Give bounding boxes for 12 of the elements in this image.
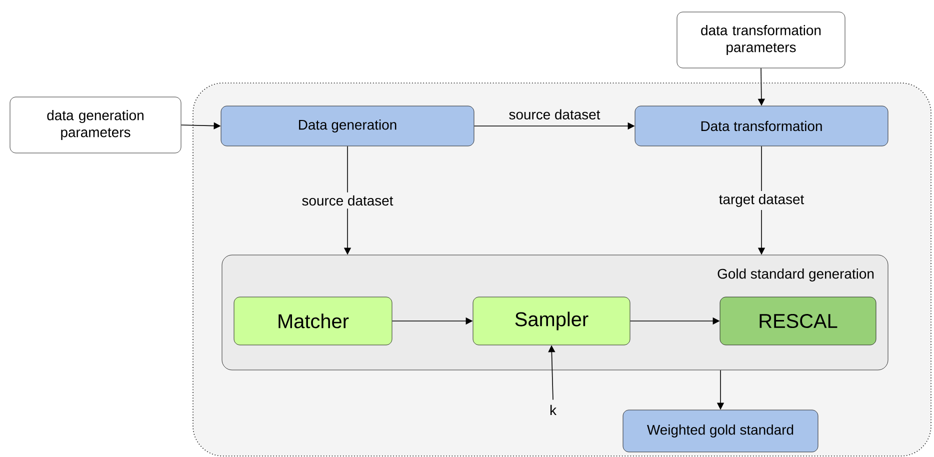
process-box: RESCAL [720,296,876,346]
input-label: k [550,404,557,416]
process-box: Data transformation [634,106,888,146]
output-box: Weighted gold standard [622,410,818,452]
edge-label: source dataset [509,109,600,120]
process-box: Data generation [220,106,474,146]
edge-label: source dataset [298,192,396,209]
edge-label: target dataset [716,191,808,210]
process-box: Matcher [234,296,392,346]
parameter-box: data transformation parameters [676,12,846,68]
parameter-box: data generation parameters [10,96,182,154]
process-box: Sampler [472,296,630,346]
